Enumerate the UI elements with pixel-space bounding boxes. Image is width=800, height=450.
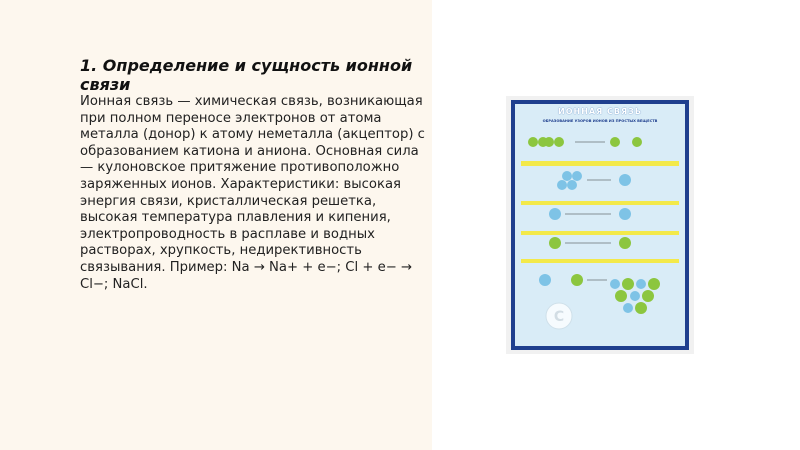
- slide-body-text: Ионная связь — химическая связь, возника…: [80, 94, 425, 292]
- atom: [528, 137, 538, 147]
- atom: [648, 278, 660, 290]
- atom: [549, 237, 561, 249]
- poster-subtitle: ОБРАЗОВАНИЕ УЗОРОВ ИОНОВ ИЗ ПРОСТЫХ ВЕЩЕ…: [542, 119, 658, 123]
- atom: [615, 290, 627, 302]
- watermark-letter: C: [554, 309, 564, 325]
- atom: [549, 208, 561, 220]
- atom: [562, 171, 572, 181]
- atom: [635, 302, 647, 314]
- left-panel: [0, 0, 432, 450]
- atom: [632, 137, 642, 147]
- atom: [622, 278, 634, 290]
- atom: [642, 290, 654, 302]
- atom: [630, 291, 640, 301]
- atom: [571, 274, 583, 286]
- atom: [567, 180, 577, 190]
- atom: [554, 137, 564, 147]
- atom: [539, 274, 551, 286]
- atom: [572, 171, 582, 181]
- poster-band-3: [521, 231, 679, 235]
- ionic-bond-poster-image: C ИОННАЯ СВЯЗЬ ОБРАЗОВАНИЕ УЗОРОВ ИОНОВ …: [511, 100, 689, 350]
- poster-title: ИОННАЯ СВЯЗЬ: [558, 107, 642, 116]
- poster-band-1: [521, 161, 679, 166]
- poster-inner: C ИОННАЯ СВЯЗЬ ОБРАЗОВАНИЕ УЗОРОВ ИОНОВ …: [515, 104, 685, 346]
- atom: [557, 180, 567, 190]
- poster-band-4: [521, 259, 679, 263]
- atom: [636, 279, 646, 289]
- atom: [623, 303, 633, 313]
- atom: [619, 208, 631, 220]
- atom: [619, 237, 631, 249]
- watermark-glyph: [545, 302, 573, 330]
- atom: [610, 279, 620, 289]
- poster-band-2: [521, 201, 679, 205]
- atom: [544, 137, 554, 147]
- slide-title: 1. Определение и сущность ионной связи: [80, 56, 413, 94]
- poster-illustration: C: [521, 137, 679, 330]
- atom: [619, 174, 631, 186]
- atom: [610, 137, 620, 147]
